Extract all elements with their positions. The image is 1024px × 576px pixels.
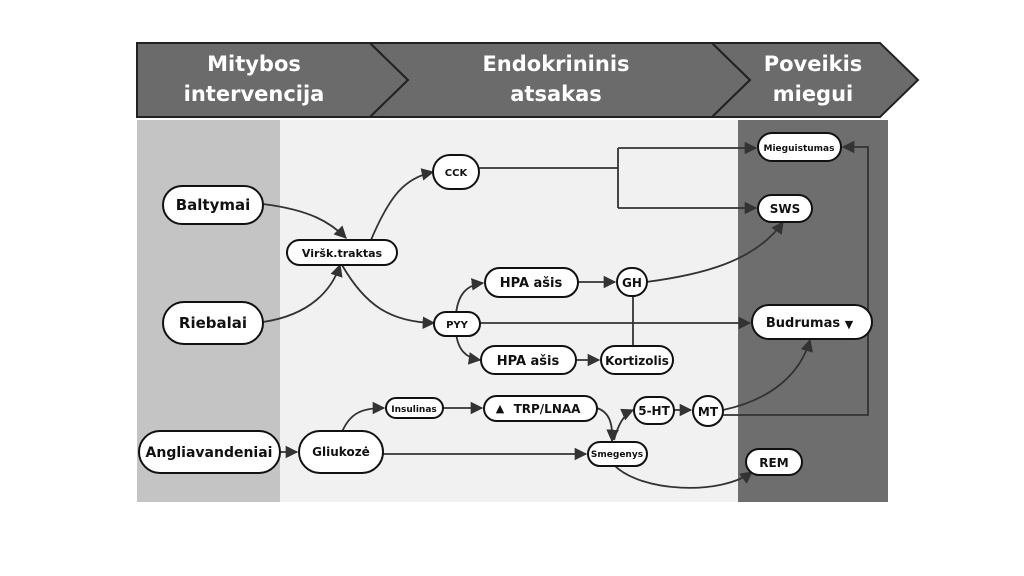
edge-pyy-hpa-top [455,278,485,315]
node-smegenys-label: Smegenys [591,450,643,460]
edge-baltymai-virsk [262,203,347,239]
node-kortizolis: Kortizolis [600,345,674,375]
node-budrumas-label: Budrumas [766,316,840,331]
edges [262,140,869,489]
edge-gh-sws [645,220,784,283]
node-cck-label: CCK [445,168,469,179]
header-1-line2: intervencija [184,82,325,106]
node-pyy: PYY [433,311,481,337]
edge-smegenys-5ht [613,408,635,441]
edge-mt-budrumas [722,338,813,411]
node-sws-label: SWS [770,202,801,216]
node-baltymai-label: Baltymai [176,196,251,214]
node-hpa-asis-bottom: HPA ašis [480,345,577,375]
node-kortizolis-label: Kortizolis [605,354,669,368]
edge-virsk-cck [370,168,435,241]
edge-virsk-pyy [341,264,436,330]
header-3-line1: Poveikis [764,52,863,76]
edge-gliukoze-insulinas [341,401,386,433]
node-angliavandeniai-label: Angliavandeniai [146,445,273,461]
node-gliukoze: Gliukozė [298,430,384,474]
node-gliukoze-label: Gliukozė [312,445,370,459]
node-mt-label: MT [698,405,719,419]
node-virsk-traktas: Viršk.traktas [286,239,398,266]
node-riebalai-label: Riebalai [179,314,247,332]
node-trp-lnaa: ▲ TRP/LNAA [483,395,598,422]
node-hpa-asis-bottom-label: HPA ašis [497,354,560,369]
node-trp-lnaa-label: TRP/LNAA [514,402,582,416]
node-hpa-asis-top: HPA ašis [484,267,579,298]
header-1-line1: Mitybos [207,52,301,76]
node-cck: CCK [432,154,480,190]
budrumas-down-arrow-icon: ▼ [845,318,854,331]
header-2-line2: atsakas [510,82,602,106]
node-smegenys: Smegenys [587,441,648,467]
edge-mt-mieguistumas [723,140,869,416]
node-riebalai: Riebalai [162,301,264,345]
node-mieguistumas: Mieguistumas [757,132,842,162]
node-baltymai: Baltymai [162,185,264,225]
node-angliavandeniai: Angliavandeniai [138,430,281,474]
edge-trp-smegenys [596,407,619,443]
node-pyy-label: PYY [446,320,469,331]
node-virsk-traktas-label: Viršk.traktas [302,247,383,260]
edge-riebalai-virsk [262,263,343,323]
header-chevrons: Mitybos intervencija Endokrininis atsaka… [136,42,920,118]
node-hpa-asis-top-label: HPA ašis [500,276,563,291]
node-rem-label: REM [759,456,788,470]
trp-up-arrow-icon: ▲ [496,402,505,415]
node-insulinas-label: Insulinas [391,405,437,415]
header-2-line1: Endokrininis [482,52,629,76]
node-5ht-label: 5-HT [638,404,670,418]
node-5ht: 5-HT [633,396,675,425]
node-rem: REM [745,448,803,476]
node-insulinas: Insulinas [385,397,444,419]
node-gh: GH [616,267,648,297]
header-3-line2: miegui [773,82,854,106]
edge-smegenys-rem [613,464,754,489]
node-gh-label: GH [622,276,642,290]
node-sws: SWS [757,194,813,223]
node-budrumas: Budrumas ▼ [751,304,873,340]
node-mieguistumas-label: Mieguistumas [764,144,835,154]
header-chevron-3 [709,42,920,118]
node-mt: MT [692,395,724,427]
